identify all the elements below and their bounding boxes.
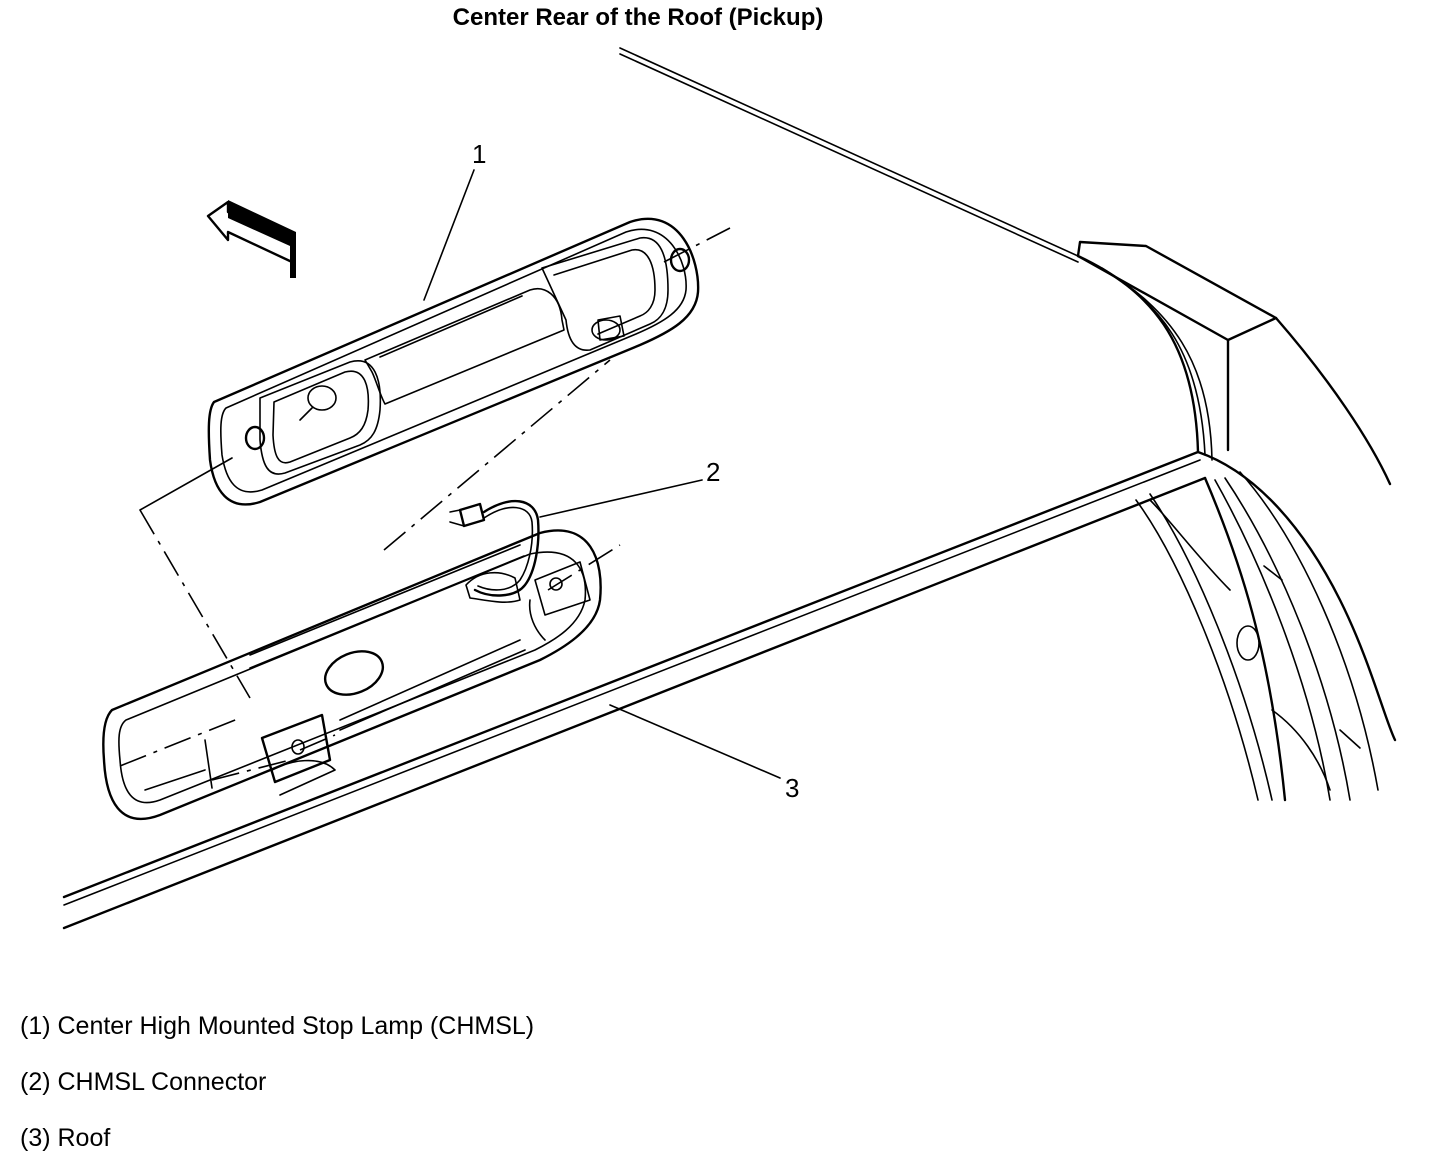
chmsl-connector-illustration	[449, 499, 540, 597]
chmsl-lamp-illustration	[207, 217, 700, 506]
alignment-centerlines	[119, 227, 731, 781]
legend-item-2: (2) CHMSL Connector	[20, 1068, 267, 1096]
leader-line-3	[609, 704, 781, 779]
front-direction-arrow	[206, 200, 296, 278]
roof-recess-illustration	[102, 529, 602, 821]
chmsl-roof-diagram: 1 2 3	[62, 47, 1397, 930]
leader-line-lamp	[139, 457, 233, 511]
callout-1: 1	[472, 139, 486, 169]
callout-3: 3	[785, 773, 799, 803]
leader-line-2	[539, 479, 703, 518]
callout-2: 2	[706, 457, 720, 487]
leader-line-1	[423, 169, 475, 301]
roof-illustration	[62, 47, 1397, 930]
diagram-title: Center Rear of the Roof (Pickup)	[452, 4, 824, 31]
legend-item-1: (1) Center High Mounted Stop Lamp (CHMSL…	[20, 1012, 535, 1040]
legend-item-3: (3) Roof	[20, 1124, 111, 1152]
